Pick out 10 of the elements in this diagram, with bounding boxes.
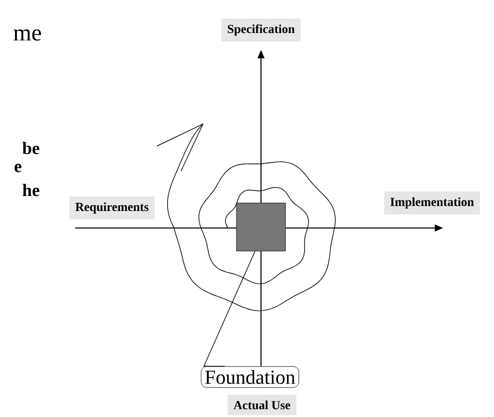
text-fragment: me — [14, 29, 41, 41]
text-fragment: be — [22, 142, 40, 154]
axis-label: Actual Use — [228, 394, 296, 416]
callout-box: Foundation — [200, 366, 300, 388]
text-fragment: e — [14, 164, 22, 172]
text-fragment: he — [22, 184, 40, 196]
axis-label: Specification — [221, 18, 301, 42]
axis-label: Requirements — [69, 196, 155, 220]
foundation-square — [236, 202, 286, 252]
axis-label: Implementation — [384, 192, 480, 214]
